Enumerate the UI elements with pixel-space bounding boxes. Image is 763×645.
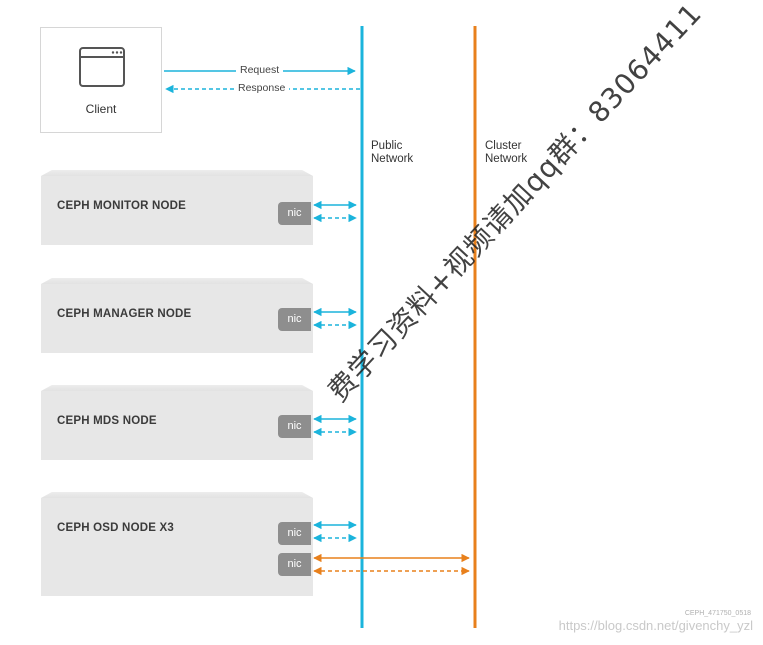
client-label: Client: [85, 102, 117, 116]
nic-badge: nic: [278, 415, 311, 438]
browser-window-icon: [79, 47, 125, 87]
nic-badge: nic: [278, 308, 311, 331]
response-label: Response: [234, 82, 290, 94]
figure-code: CEPH_471750_0518: [684, 610, 751, 617]
manager-node: CEPH MANAGER NODE nic: [41, 284, 313, 353]
nic-badge: nic: [278, 522, 311, 545]
nic-badge: nic: [278, 553, 311, 576]
node-title: CEPH MDS NODE: [57, 415, 157, 427]
node-title: CEPH MANAGER NODE: [57, 308, 192, 320]
request-label: Request: [236, 64, 284, 76]
public-network-label: Public Network: [371, 140, 414, 165]
cluster-network-label: Cluster Network: [485, 140, 528, 165]
client-box: Client: [40, 27, 162, 133]
monitor-node: CEPH MONITOR NODE nic: [41, 176, 313, 245]
node-title: CEPH MONITOR NODE: [57, 200, 187, 212]
osd-node: CEPH OSD NODE X3 nic nic: [41, 498, 313, 596]
mds-node: CEPH MDS NODE nic: [41, 391, 313, 460]
node-title: CEPH OSD NODE X3: [57, 522, 174, 534]
nic-badge: nic: [278, 202, 311, 225]
